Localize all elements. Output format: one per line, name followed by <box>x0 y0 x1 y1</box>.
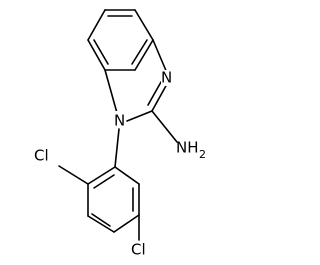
bond-ph-inner-3 <box>93 174 115 189</box>
bond-benzo-2 <box>134 9 154 41</box>
imidazole-n-text: N <box>161 69 172 87</box>
bond-ph-1 <box>114 166 140 185</box>
bond-c-cl-left <box>58 165 89 185</box>
bond-n3-c2-inner <box>147 81 162 106</box>
bond-c2-amine <box>151 110 178 143</box>
atom-label-ring-n1: N <box>114 111 126 130</box>
label-background <box>114 111 126 128</box>
bond-c2-n1 <box>126 110 153 122</box>
atom-label-imidazole-n: N <box>161 69 173 87</box>
label-background <box>161 70 173 86</box>
ring-n1-text: N <box>114 112 125 130</box>
chloro-right-text: Cl <box>131 241 146 259</box>
atom-label-chloro-left: Cl <box>34 147 49 165</box>
bond-ph-4 <box>87 215 115 233</box>
imidazole-ring <box>104 39 168 122</box>
bond-benzo-6 <box>87 9 106 41</box>
bond-n1-c7a <box>104 69 118 114</box>
bond-c3a-n3 <box>152 39 168 74</box>
bond-ph-6 <box>87 166 116 185</box>
chloro-left-text: Cl <box>34 147 49 165</box>
dichlorophenyl-ring <box>87 166 140 233</box>
benzo-ring <box>87 9 154 71</box>
bond-n1-phenyl <box>114 128 120 168</box>
bond-ph-3 <box>113 214 140 233</box>
bond-benzo-inner-3 <box>93 39 109 65</box>
chemical-structure-diagram: N N NH 2 Cl Cl <box>34 9 206 259</box>
bond-n3-c2 <box>151 83 168 112</box>
bond-benzo-inner-2 <box>131 39 148 65</box>
atom-label-amine: NH 2 <box>176 139 206 162</box>
amine-subscript-text: 2 <box>199 148 206 161</box>
bond-benzo-5 <box>87 39 106 71</box>
bond-benzo-3 <box>134 39 154 71</box>
bond-ph-inner-2 <box>91 213 111 227</box>
amine-text: NH <box>176 139 199 157</box>
atom-label-chloro-right: Cl <box>131 241 146 259</box>
